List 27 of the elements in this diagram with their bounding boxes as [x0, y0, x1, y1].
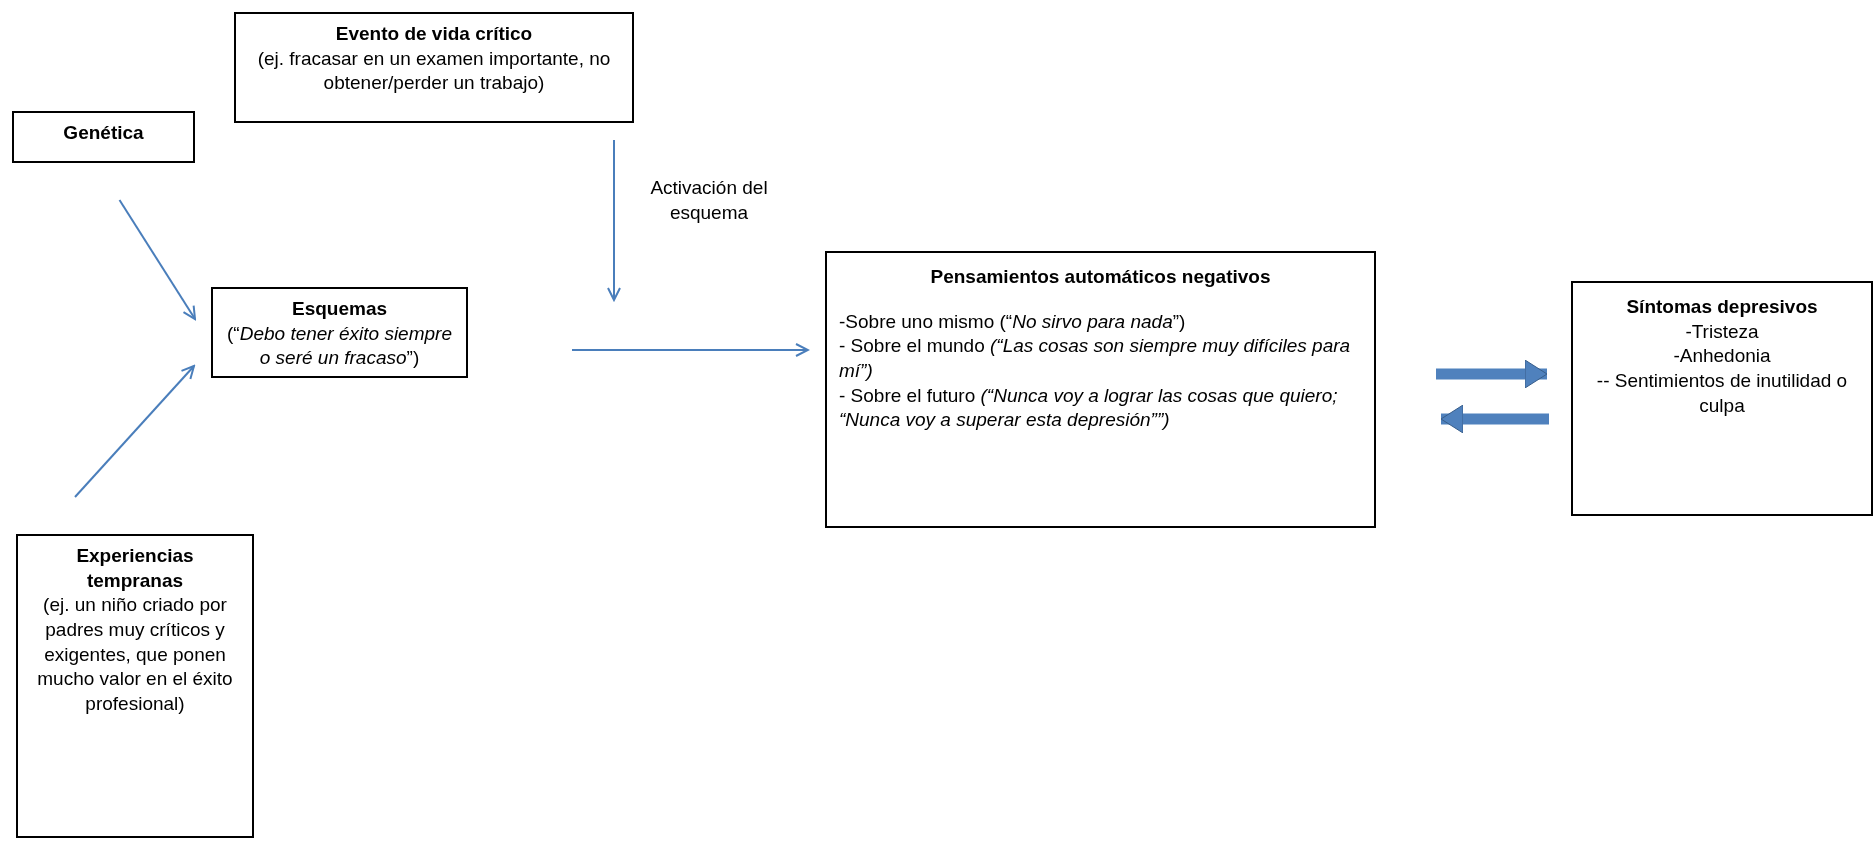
arrow — [74, 365, 195, 498]
box-text: - Sobre el futuro (“Nunca voy a lograr las cosas que quiero; “Nunca voy a superar esta depresión””) — [839, 383, 1339, 433]
box-heading: Esquemas — [290, 297, 388, 321]
box-text: -Sobre uno mismo (“No sirvo para nada”) — [839, 309, 1187, 334]
box-text: -Anhedonia — [1672, 344, 1772, 369]
text-box — [825, 251, 1376, 528]
box-heading: Síntomas depresivos — [1625, 295, 1819, 319]
box-text: (ej. fracasar en un examen importante, no obtener/perder un trabajo) — [256, 46, 612, 96]
arrow — [1440, 404, 1549, 434]
box-text: (“Debo tener éxito siempre o seré un fracaso”) — [226, 321, 453, 371]
arrow — [1436, 359, 1548, 389]
box-heading: Pensamientos automáticos negativos — [929, 265, 1272, 289]
text-box — [234, 12, 634, 123]
text-box — [211, 287, 468, 378]
box-text: (ej. un niño criado por padres muy críticos y exigentes, que ponen mucho valor en el éxito profesional) — [36, 593, 234, 717]
text-box — [16, 534, 254, 838]
box-heading: Experiencias tempranas — [75, 544, 195, 593]
box-heading: Evento de vida crítico — [334, 22, 534, 46]
box-text: -Tristeza — [1684, 319, 1760, 344]
box-text: -- Sentimientos de inutilidad o culpa — [1595, 369, 1849, 418]
text-box — [12, 111, 195, 163]
arrow — [118, 199, 196, 320]
arrow — [607, 139, 621, 301]
arrow — [571, 343, 809, 357]
box-text: - Sobre el mundo (“Las cosas son siempre muy difíciles para mí”) — [839, 334, 1352, 384]
text-box — [1571, 281, 1873, 516]
box-heading: Genética — [62, 121, 145, 145]
